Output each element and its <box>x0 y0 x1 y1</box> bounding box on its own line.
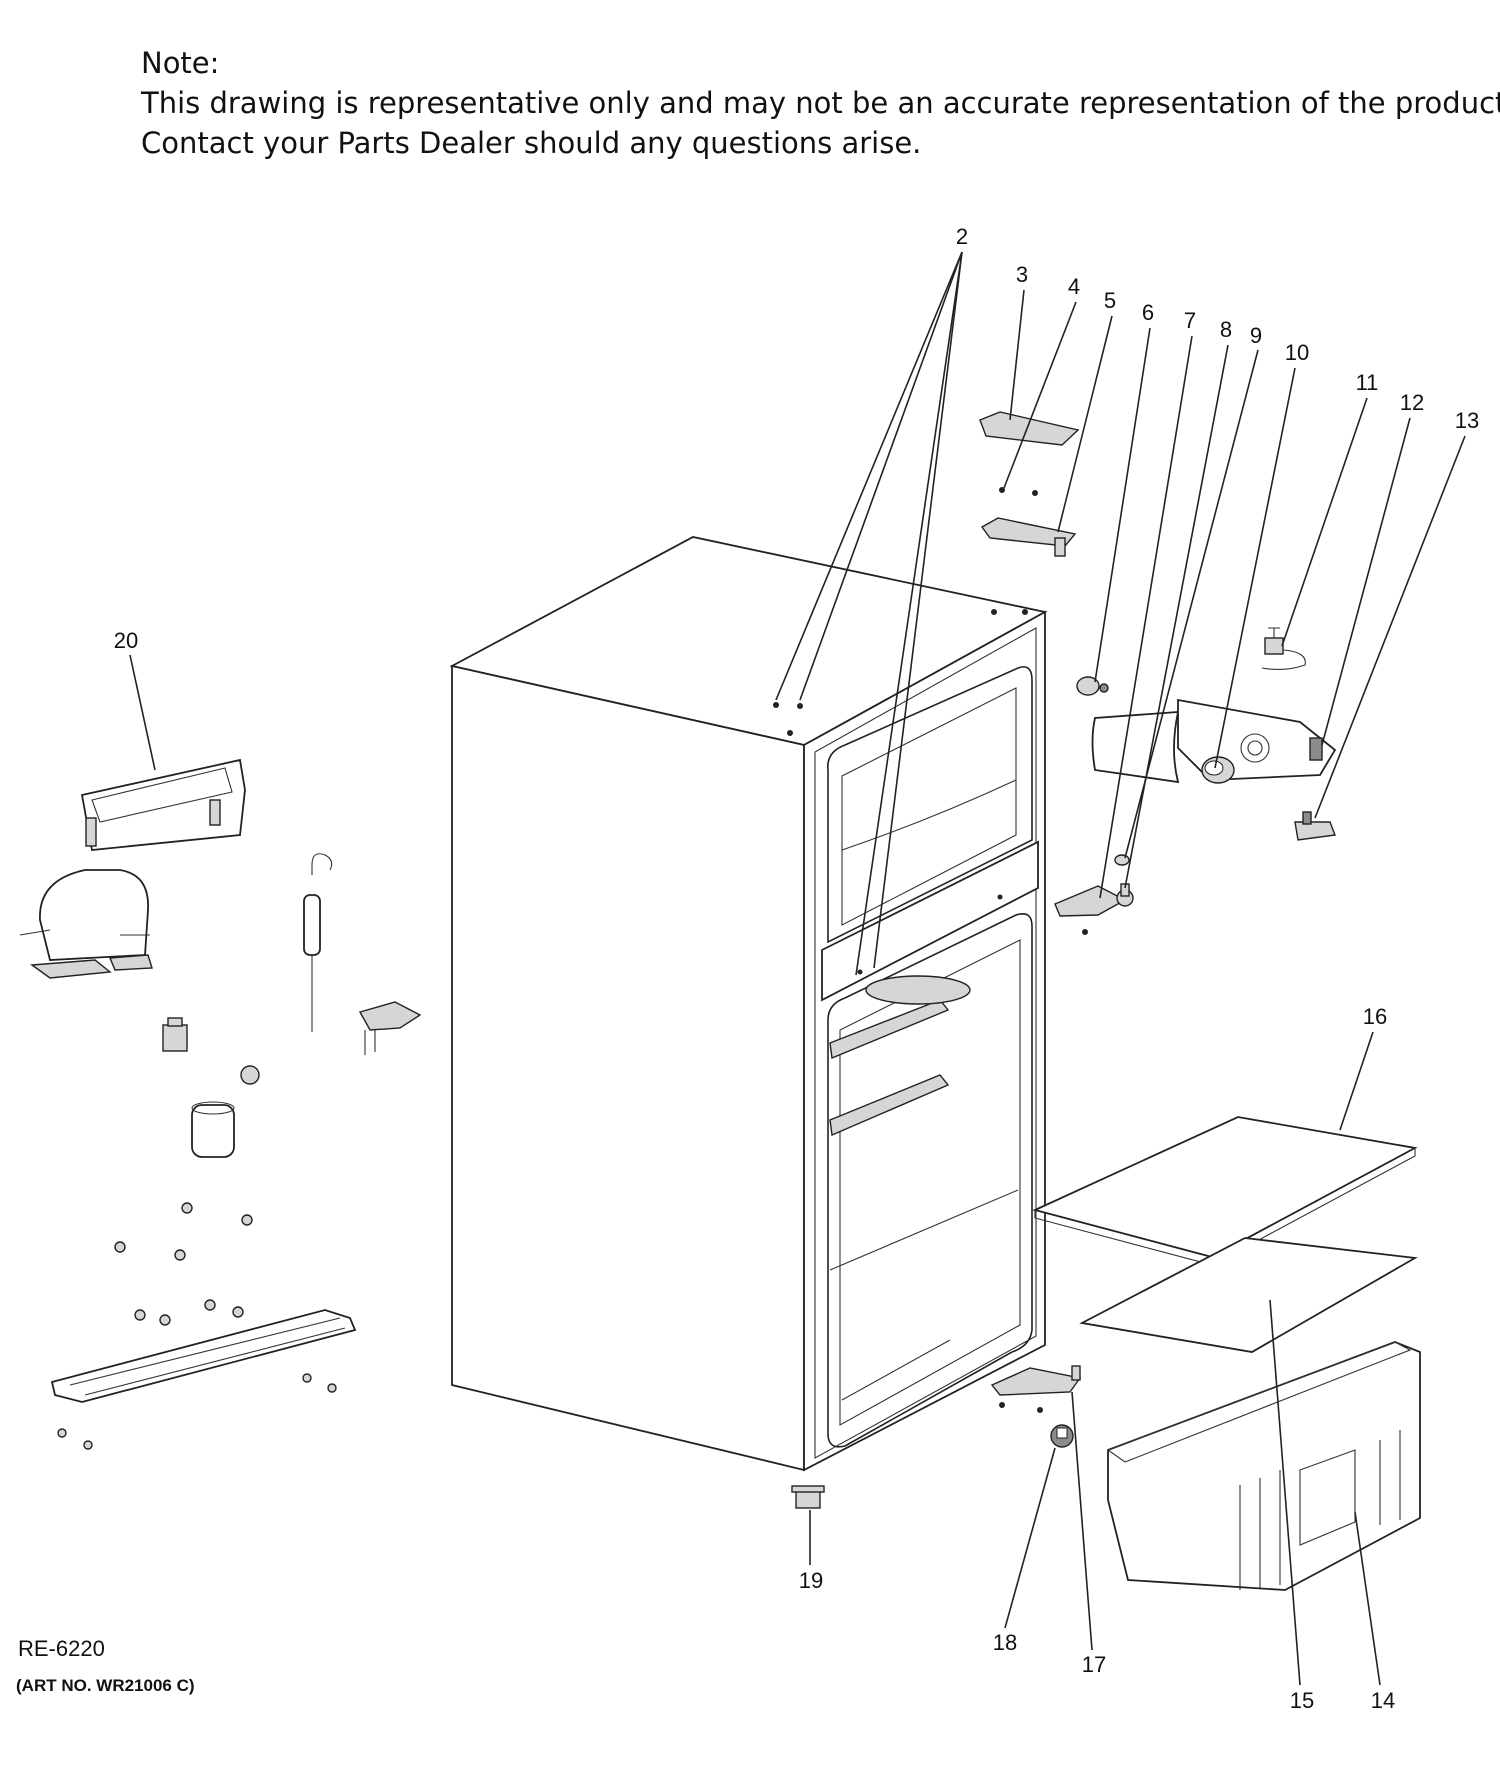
art-number: (ART NO. WR21006 C) <box>16 1676 195 1695</box>
top-hinge <box>980 517 1077 557</box>
hinge-washer <box>1114 854 1130 866</box>
front-foot <box>791 1485 825 1509</box>
callout-6: 6 <box>1142 300 1154 325</box>
callout-14: 14 <box>1371 1688 1395 1713</box>
callout-7: 7 <box>1184 308 1196 333</box>
drain-pan <box>80 758 246 851</box>
callout-20: 20 <box>114 628 138 653</box>
callout-2: 2 <box>956 224 968 249</box>
callout-10: 10 <box>1285 340 1309 365</box>
relay <box>162 1017 188 1052</box>
note-disclaimer-line: This drawing is representative only and … <box>141 86 1500 120</box>
note-contact-line: Contact your Parts Dealer should any que… <box>141 126 922 160</box>
callout-17: 17 <box>1082 1652 1106 1677</box>
callout-11: 11 <box>1356 370 1379 395</box>
thermostat <box>1261 627 1306 671</box>
center-hinge-screws <box>1082 929 1088 935</box>
power-cord <box>358 1001 422 1055</box>
crisper-cover-glass <box>1079 1237 1418 1353</box>
callout-18: 18 <box>993 1630 1017 1655</box>
compressor <box>19 869 153 979</box>
callout-4: 4 <box>1068 274 1080 299</box>
callout-5: 5 <box>1104 288 1116 313</box>
thermostat-knob <box>1201 756 1235 784</box>
leader-lines <box>129 251 1466 1686</box>
callout-16: 16 <box>1363 1004 1387 1029</box>
callout-15: 15 <box>1290 1688 1314 1713</box>
callout-13: 13 <box>1455 408 1479 433</box>
dryer-filter <box>303 853 333 1032</box>
callout-3: 3 <box>1016 262 1028 287</box>
light-switch <box>1294 811 1336 841</box>
light-shield <box>1091 711 1180 784</box>
callout-19: 19 <box>799 1568 823 1593</box>
callout-numbers: 2 3 4 5 6 7 8 9 10 11 12 13 14 15 16 17 … <box>114 224 1479 1713</box>
top-hinge-screws <box>999 487 1038 496</box>
callout-9: 9 <box>1250 323 1262 348</box>
note-title: Note: <box>141 46 220 80</box>
center-hinge <box>1054 883 1134 917</box>
light-bulb <box>1076 676 1109 696</box>
compressor-grommets <box>114 1202 253 1326</box>
crisper-pan <box>1106 1341 1421 1591</box>
bottom-hinge <box>990 1365 1082 1413</box>
callout-12: 12 <box>1400 390 1424 415</box>
glass-shelf <box>1032 1116 1418 1266</box>
overload <box>240 1065 260 1085</box>
refrigerator-cabinet <box>449 536 1048 1472</box>
top-hinge-cover <box>979 411 1080 446</box>
leveling-leg <box>1050 1424 1074 1448</box>
callout-8: 8 <box>1220 317 1232 342</box>
base-plate <box>50 1309 357 1450</box>
drawing-reference: RE-6220 <box>18 1636 105 1661</box>
capacitor <box>191 1101 235 1158</box>
